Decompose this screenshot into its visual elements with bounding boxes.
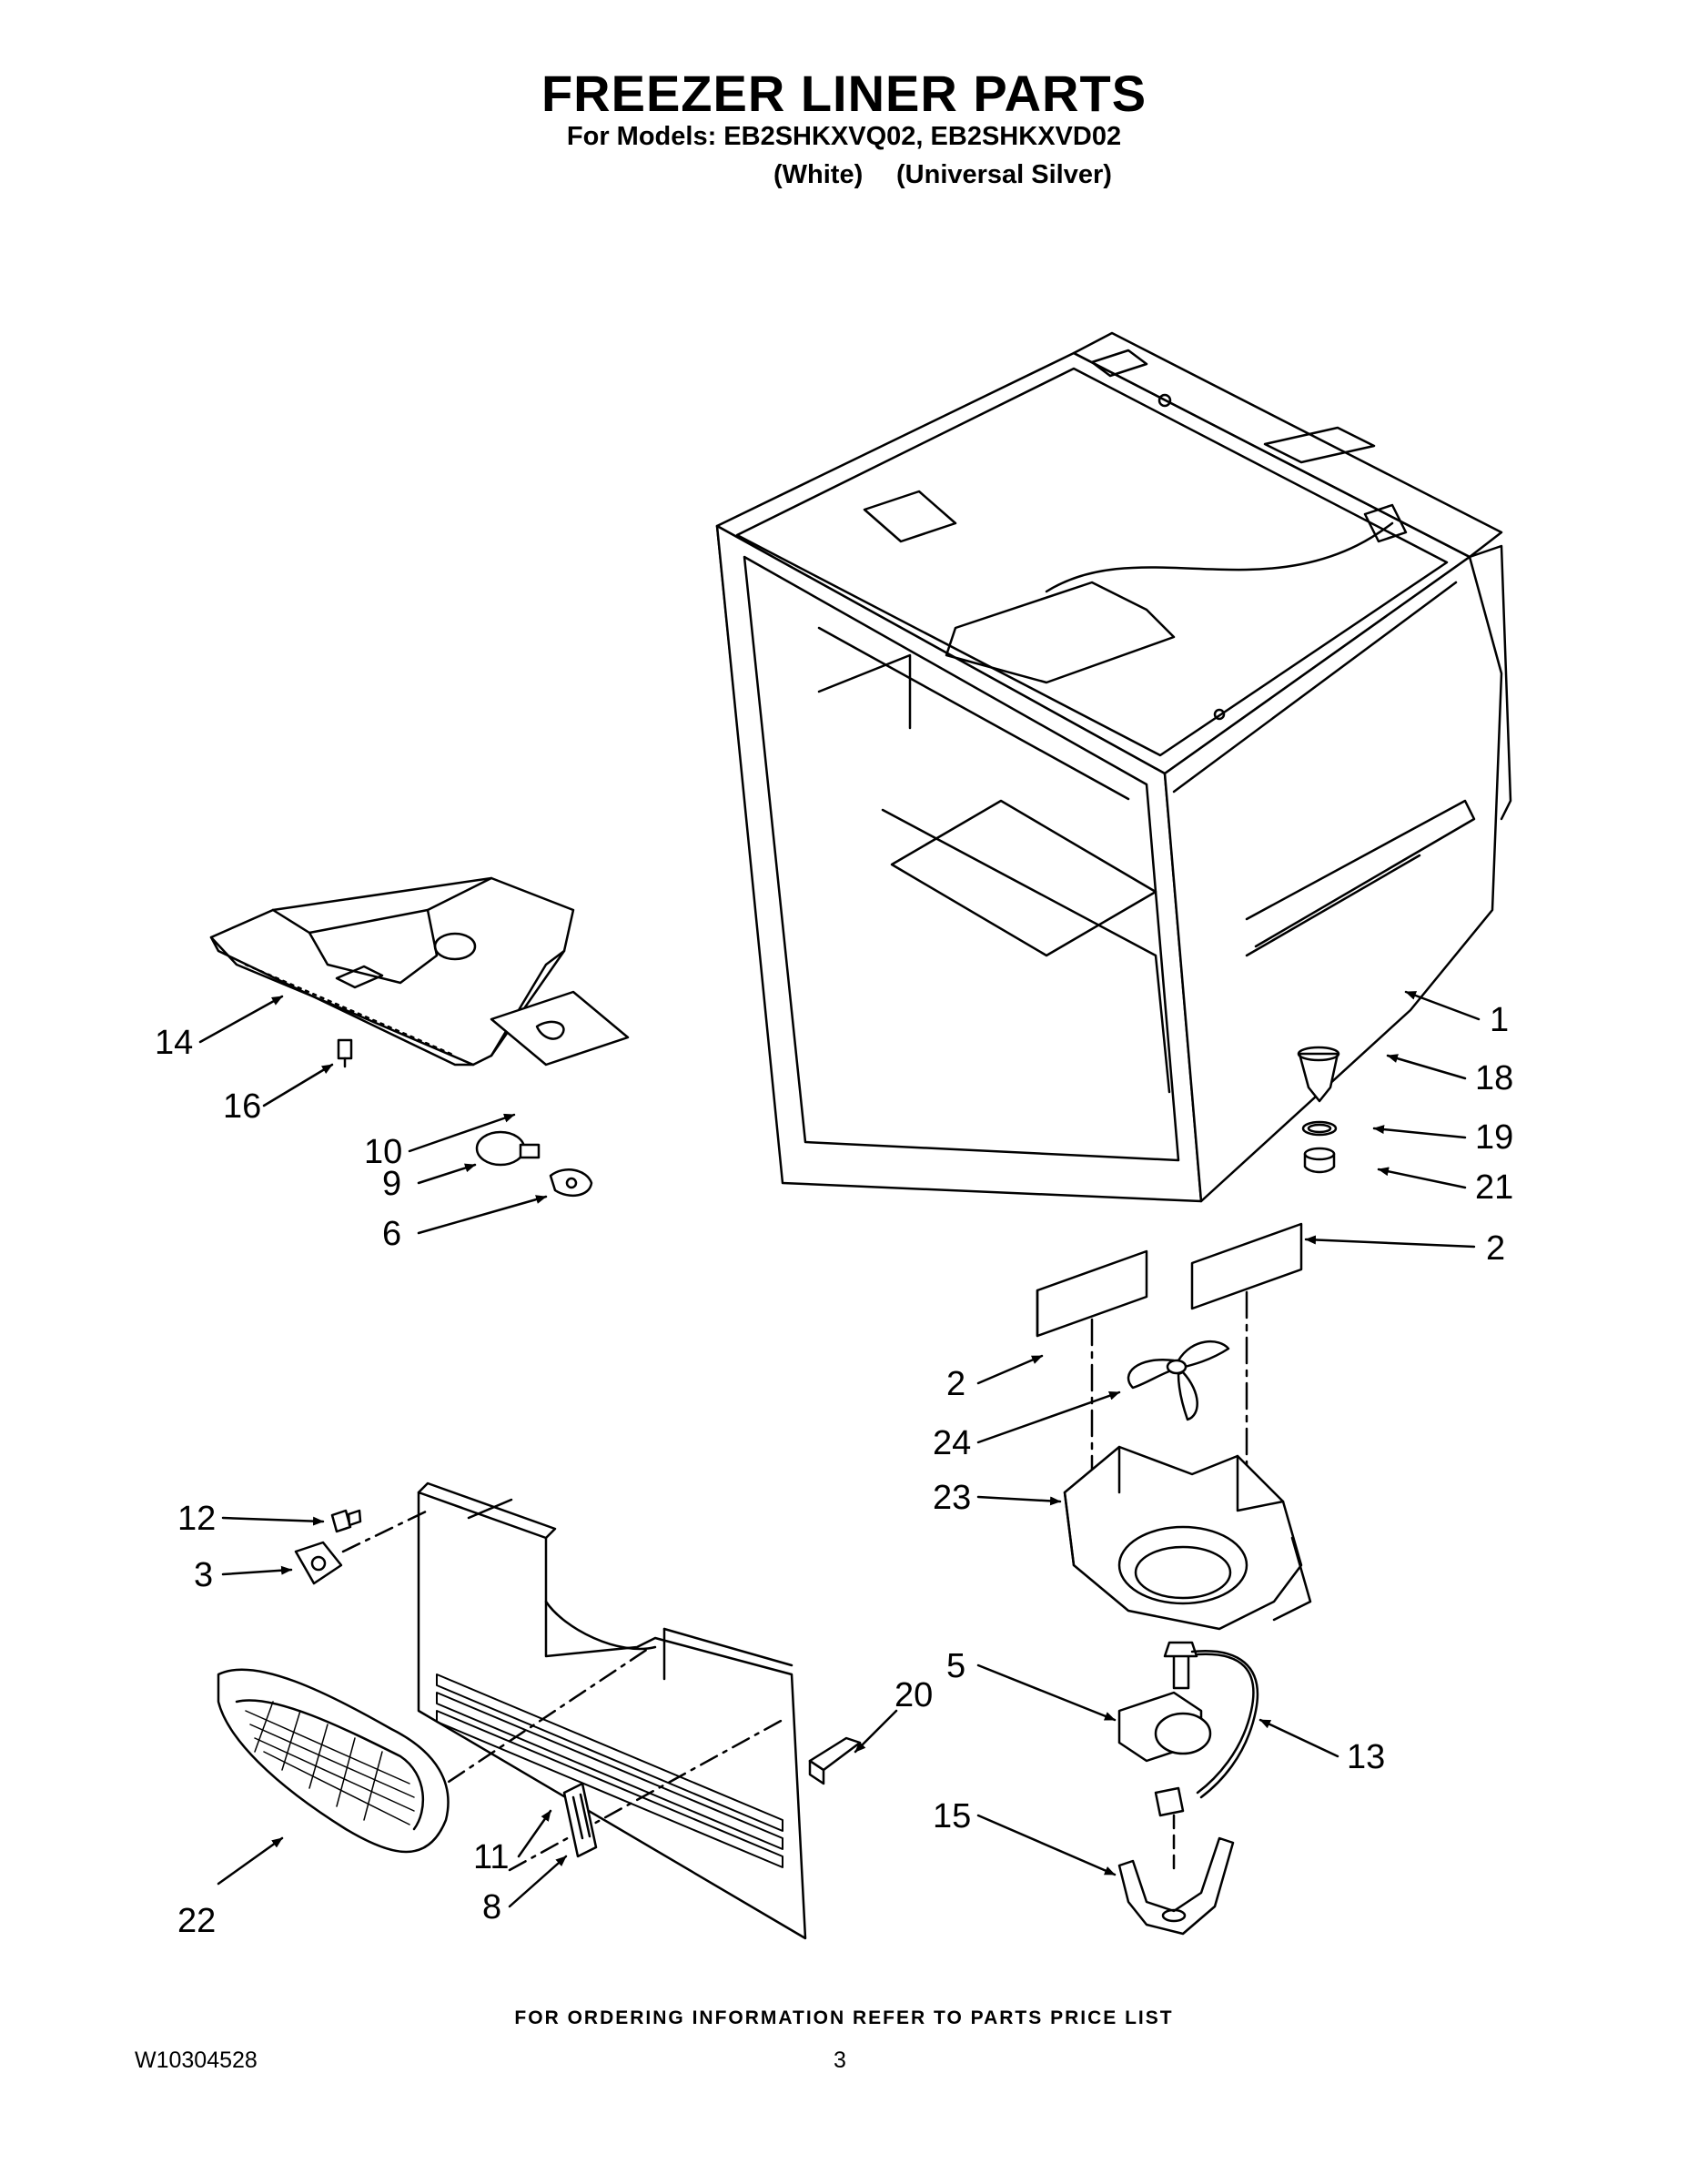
freezer-liner-part-1 bbox=[715, 331, 1512, 1203]
callout-21: 21 bbox=[1475, 1168, 1513, 1207]
light-bulb-part-9 bbox=[475, 1130, 541, 1167]
variant-white-label: (White) bbox=[773, 160, 864, 189]
callout-22: 22 bbox=[177, 1902, 216, 1940]
variant-silver-label: (Universal Silver) bbox=[896, 160, 1112, 189]
callout-23: 23 bbox=[933, 1479, 971, 1517]
callout-18: 18 bbox=[1475, 1059, 1513, 1097]
callout-6: 6 bbox=[382, 1215, 401, 1253]
leader-lines bbox=[198, 990, 1481, 1908]
callout-13: 13 bbox=[1347, 1738, 1385, 1776]
callout-2-right: 2 bbox=[1486, 1229, 1505, 1268]
callout-8: 8 bbox=[482, 1888, 501, 1926]
ordering-note: FOR ORDERING INFORMATION REFER TO PARTS … bbox=[514, 2007, 1174, 2028]
callout-20: 20 bbox=[895, 1676, 933, 1714]
document-code: W10304528 bbox=[135, 2048, 258, 2073]
foam-block-part-2-left bbox=[1036, 1249, 1148, 1338]
callout-9: 9 bbox=[382, 1165, 401, 1203]
drain-cup-part-18 bbox=[1297, 1046, 1340, 1103]
drain-seal-part-21 bbox=[1303, 1147, 1336, 1174]
wire-harness-part-13 bbox=[1190, 1650, 1259, 1799]
callout-3: 3 bbox=[194, 1556, 213, 1594]
callout-15: 15 bbox=[933, 1797, 971, 1835]
diffuser-tray-part-14 bbox=[209, 876, 575, 1067]
foam-sheet-part-10 bbox=[490, 990, 630, 1067]
foam-block-part-2-right bbox=[1190, 1222, 1303, 1310]
model-numbers: For Models: EB2SHKXVQ02, EB2SHKXVD02 bbox=[566, 122, 1122, 151]
callout-24: 24 bbox=[933, 1424, 971, 1462]
callout-2-left: 2 bbox=[946, 1365, 965, 1403]
fan-shroud-part-23 bbox=[1063, 1445, 1312, 1631]
lamp-socket-part-6 bbox=[549, 1168, 593, 1198]
callout-1: 1 bbox=[1490, 1001, 1509, 1039]
o-ring-part-19 bbox=[1301, 1120, 1338, 1137]
screw-part-12 bbox=[330, 1509, 362, 1533]
fan-blade-part-24 bbox=[1127, 1340, 1230, 1421]
grille-part-22 bbox=[217, 1668, 450, 1854]
callout-19: 19 bbox=[1475, 1118, 1513, 1157]
motor-bracket-part-15 bbox=[1117, 1836, 1235, 1936]
evaporator-cover-part-11 bbox=[417, 1481, 807, 1940]
switch-part-16 bbox=[337, 1038, 353, 1068]
fan-motor-part-5 bbox=[1117, 1641, 1212, 1763]
callout-5: 5 bbox=[946, 1647, 965, 1685]
page-number: 3 bbox=[834, 2048, 846, 2073]
callout-14: 14 bbox=[155, 1024, 193, 1062]
callout-12: 12 bbox=[177, 1500, 216, 1538]
foam-strip-part-20 bbox=[808, 1736, 862, 1785]
callout-11: 11 bbox=[473, 1838, 509, 1876]
callout-16: 16 bbox=[223, 1087, 261, 1126]
bracket-part-3 bbox=[294, 1541, 343, 1585]
callout-10: 10 bbox=[364, 1133, 402, 1171]
sensor-clip-part-8 bbox=[562, 1782, 598, 1858]
page-title: FREEZER LINER PARTS bbox=[541, 65, 1147, 122]
